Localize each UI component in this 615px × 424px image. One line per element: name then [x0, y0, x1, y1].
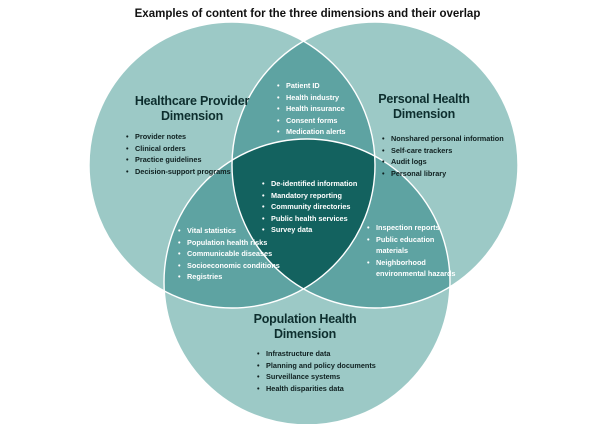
list-item: Planning and policy documents: [257, 360, 376, 372]
list-item: Socioeconomic conditions: [178, 260, 280, 272]
list-item: Population health risks: [178, 237, 280, 249]
diagram-title: Examples of content for the three dimens…: [134, 8, 481, 20]
personal-heading: Personal Health Dimension: [378, 92, 470, 121]
list-item: Medication alerts: [277, 126, 346, 138]
list-item: De-identified information: [262, 178, 357, 190]
all-three-list: De-identified information Mandatory repo…: [262, 178, 357, 236]
list-item: Survey data: [262, 224, 357, 236]
list-item: Decision-support programs: [126, 166, 231, 178]
personal-list: Nonshared personal information Self-care…: [382, 133, 504, 179]
provider-personal-list: Patient ID Health industry Health insura…: [277, 80, 346, 138]
list-item: Vital statistics: [178, 225, 280, 237]
list-item: Health industry: [277, 92, 346, 104]
list-item: Consent forms: [277, 115, 346, 127]
list-item: Communicable diseases: [178, 248, 280, 260]
provider-heading: Healthcare Provider Dimension: [134, 94, 250, 123]
list-item: Surveillance systems: [257, 371, 376, 383]
list-item: Mandatory reporting: [262, 190, 357, 202]
list-item: Health disparities data: [257, 383, 376, 395]
population-heading: Population Health Dimension: [253, 312, 357, 341]
list-item: Provider notes: [126, 131, 231, 143]
list-item: Personal library: [382, 168, 504, 180]
list-item: Registries: [178, 271, 280, 283]
list-item: Self-care trackers: [382, 145, 504, 157]
personal-population-list: Inspection reports Public educationmater…: [367, 222, 455, 280]
list-item: Community directories: [262, 201, 357, 213]
list-item: Public health services: [262, 213, 357, 225]
list-item: Patient ID: [277, 80, 346, 92]
list-item: Audit logs: [382, 156, 504, 168]
list-item: Practice guidelines: [126, 154, 231, 166]
list-item: Infrastructure data: [257, 348, 376, 360]
list-item: Inspection reports: [367, 222, 455, 234]
list-item: Health insurance: [277, 103, 346, 115]
list-item: Clinical orders: [126, 143, 231, 155]
provider-list: Provider notes Clinical orders Practice …: [126, 131, 231, 177]
provider-population-list: Vital statistics Population health risks…: [178, 225, 280, 283]
population-list: Infrastructure data Planning and policy …: [257, 348, 376, 394]
list-item: Nonshared personal information: [382, 133, 504, 145]
